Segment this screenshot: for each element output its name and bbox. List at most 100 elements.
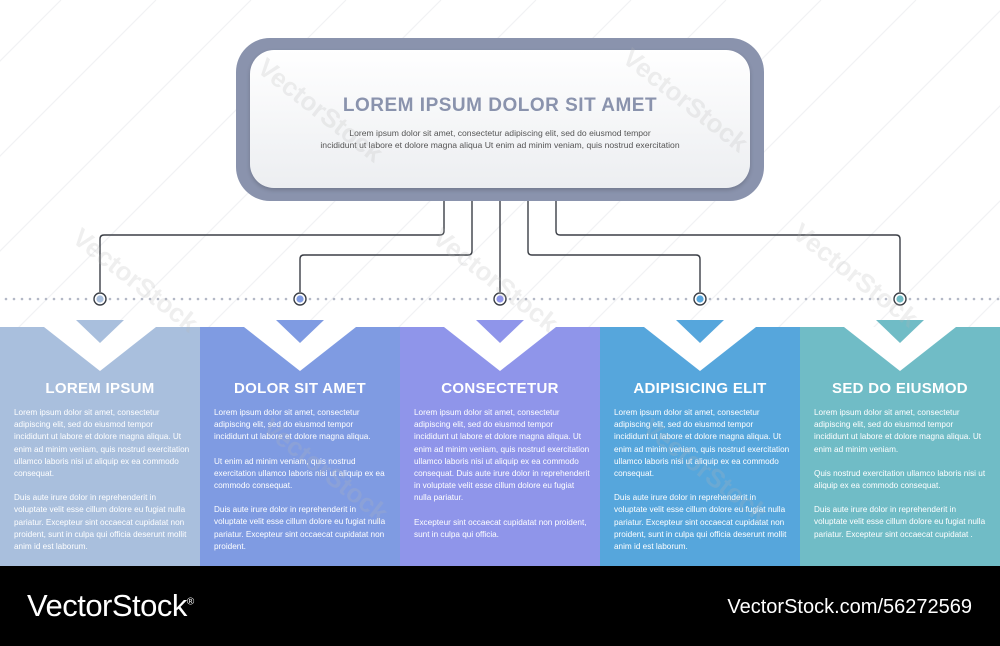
rail-dot [260, 297, 264, 301]
column-5-paragraph-1: Lorem ipsum dolor sit amet, consectetur … [814, 408, 982, 454]
rail-dot [388, 297, 392, 301]
rail-dot [548, 297, 552, 301]
rail-dot [356, 297, 360, 301]
rail-dot [788, 297, 792, 301]
rail-dot [556, 297, 560, 301]
header-box: LOREM IPSUM DOLOR SIT AMET Lorem ipsum d… [250, 50, 750, 188]
column-3-text: Lorem ipsum dolor sit amet, consectetur … [414, 407, 590, 553]
rail-dot [612, 297, 616, 301]
rail-dot [444, 297, 448, 301]
chevron-notch-2 [244, 327, 356, 371]
rail-dot [916, 297, 920, 301]
rail-dot [180, 297, 184, 301]
chevron-arrow-1 [76, 320, 124, 343]
footer-trademark: ® [186, 596, 194, 608]
rail-dot [156, 297, 160, 301]
column-2-paragraph-1: Lorem ipsum dolor sit amet, consectetur … [214, 408, 371, 442]
rail-dot [876, 297, 880, 301]
rail-dot [636, 297, 640, 301]
rail-dot [844, 297, 848, 301]
infographic-canvas: LOREM IPSUM DOLOR SIT AMET Lorem ipsum d… [0, 0, 1000, 566]
connector-line-1 [99, 201, 445, 292]
footer-bar: VectorStock® VectorStock.com/56272569 [0, 566, 1000, 646]
rail-dot [476, 297, 480, 301]
rail-dot [228, 297, 232, 301]
rail-dot [52, 297, 56, 301]
rail-dot [724, 297, 728, 301]
column-5-text: Lorem ipsum dolor sit amet, consectetur … [814, 407, 990, 553]
header-body: Lorem ipsum dolor sit amet, consectetur … [300, 127, 700, 151]
rail-dot [620, 297, 624, 301]
rail-dot [4, 297, 8, 301]
footer-brand: VectorStock® [27, 588, 194, 624]
rail-dot [84, 297, 88, 301]
rail-dot [908, 297, 912, 301]
rail-dot [796, 297, 800, 301]
rail-dot [308, 297, 312, 301]
column-4: ADIPISICING ELIT Lorem ipsum dolor sit a… [600, 327, 800, 566]
rail-dot [516, 297, 520, 301]
column-4-paragraph-1: Lorem ipsum dolor sit amet, consectetur … [614, 408, 790, 479]
rail-dot [484, 297, 488, 301]
rail-dot [860, 297, 864, 301]
rail-dot [628, 297, 632, 301]
rail-dot [820, 297, 824, 301]
column-1-text: Lorem ipsum dolor sit amet, consectetur … [14, 407, 190, 565]
rail-dot [948, 297, 952, 301]
rail-dot [740, 297, 744, 301]
rail-dot [396, 297, 400, 301]
column-2: DOLOR SIT AMET Lorem ipsum dolor sit ame… [200, 327, 400, 566]
connector-line-2 [299, 201, 473, 292]
rail-dot [420, 297, 424, 301]
rail-dot [996, 297, 1000, 301]
column-5-paragraph-3: Duis aute irure dolor in reprehenderit i… [814, 505, 986, 539]
chevron-arrow-5 [876, 320, 924, 343]
rail-dot [380, 297, 384, 301]
rail-dot [836, 297, 840, 301]
rail-dot [12, 297, 16, 301]
rail-dot [884, 297, 888, 301]
rail-dot [124, 297, 128, 301]
chevron-arrow-4 [676, 320, 724, 343]
rail-dot [572, 297, 576, 301]
rail-dot [76, 297, 80, 301]
rail-dot [36, 297, 40, 301]
rail-dot [412, 297, 416, 301]
rail-dot [676, 297, 680, 301]
column-1-paragraph-2: Duis aute irure dolor in reprehenderit i… [14, 493, 187, 552]
footer-brand-name: VectorStock [27, 588, 187, 623]
rail-dot [644, 297, 648, 301]
column-5-paragraph-2: Quis nostrud exercitation ullamco labori… [814, 468, 986, 491]
column-4-title: ADIPISICING ELIT [633, 380, 767, 397]
rail-dot [604, 297, 608, 301]
rail-dot [988, 297, 992, 301]
rail-dot [116, 297, 120, 301]
rail-dot [732, 297, 736, 301]
rail-dot [68, 297, 72, 301]
rail-dot [188, 297, 192, 301]
rail-dot [660, 297, 664, 301]
rail-dot [460, 297, 464, 301]
column-5-title: SED DO EIUSMOD [832, 380, 968, 397]
rail-dot [268, 297, 272, 301]
chevron-notch-1 [44, 327, 156, 371]
rail-dot [524, 297, 528, 301]
rail-dot [580, 297, 584, 301]
rail-dot [340, 297, 344, 301]
connector-node-dot-5 [896, 295, 904, 303]
rail-dot [212, 297, 216, 301]
connector-node-dot-2 [296, 295, 304, 303]
connector-layer [4, 201, 1000, 371]
rail-dot [764, 297, 768, 301]
rail-dot [164, 297, 168, 301]
rail-dot [564, 297, 568, 301]
rail-dot [452, 297, 456, 301]
rail-dot [364, 297, 368, 301]
rail-dot [540, 297, 544, 301]
column-4-text: Lorem ipsum dolor sit amet, consectetur … [614, 407, 790, 565]
rail-dot [220, 297, 224, 301]
rail-dot [284, 297, 288, 301]
rail-dot [852, 297, 856, 301]
background-diagonal-line [0, 0, 157, 157]
rail-dot [140, 297, 144, 301]
